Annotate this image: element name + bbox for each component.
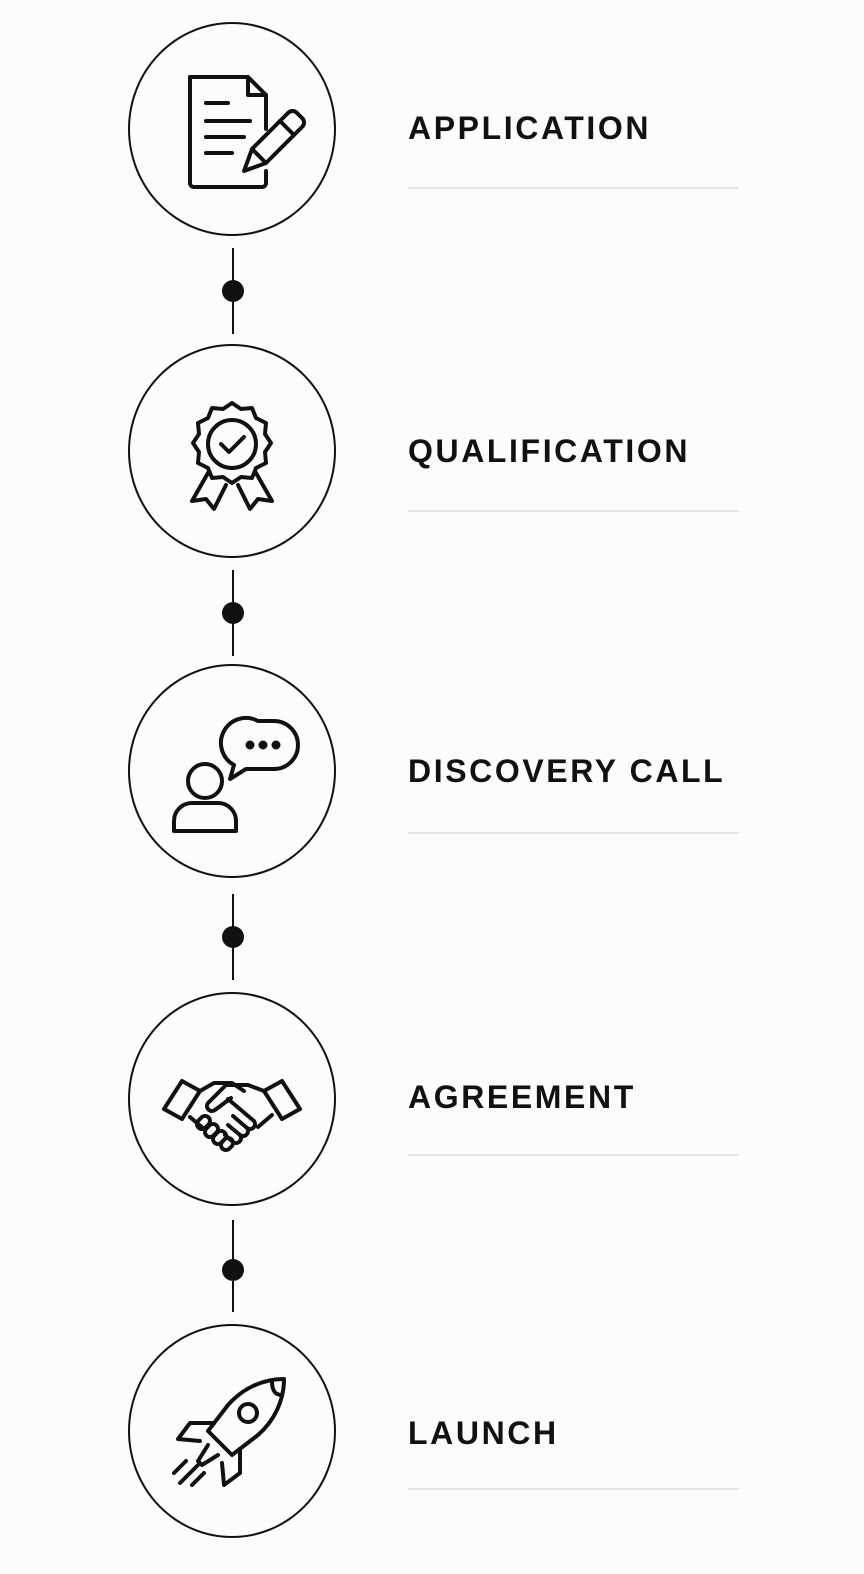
document-pencil-icon bbox=[188, 75, 306, 189]
step-label: APPLICATION bbox=[408, 110, 652, 146]
connector bbox=[222, 894, 244, 980]
connector-dot bbox=[222, 280, 244, 302]
step-label: DISCOVERY CALL bbox=[408, 753, 726, 789]
step-circle bbox=[128, 344, 336, 558]
connector bbox=[222, 570, 244, 656]
connector bbox=[222, 248, 244, 334]
handshake-icon bbox=[162, 1079, 302, 1152]
connector-dot bbox=[222, 1259, 244, 1281]
step-circle bbox=[128, 22, 336, 236]
step-circle bbox=[128, 992, 336, 1206]
step-label: LAUNCH bbox=[408, 1415, 559, 1451]
divider bbox=[408, 1488, 739, 1490]
step-circle bbox=[128, 664, 336, 878]
connector bbox=[222, 1220, 244, 1312]
divider bbox=[408, 187, 739, 189]
connector-dot bbox=[222, 602, 244, 624]
step-label: QUALIFICATION bbox=[408, 433, 691, 469]
award-badge-icon bbox=[190, 401, 274, 511]
person-chat-icon bbox=[172, 715, 300, 833]
step-circle bbox=[128, 1324, 336, 1538]
divider bbox=[408, 510, 739, 512]
connector-dot bbox=[222, 926, 244, 948]
rocket-icon bbox=[172, 1377, 286, 1487]
divider bbox=[408, 1154, 739, 1156]
step-label: AGREEMENT bbox=[408, 1079, 636, 1115]
divider bbox=[408, 832, 739, 834]
